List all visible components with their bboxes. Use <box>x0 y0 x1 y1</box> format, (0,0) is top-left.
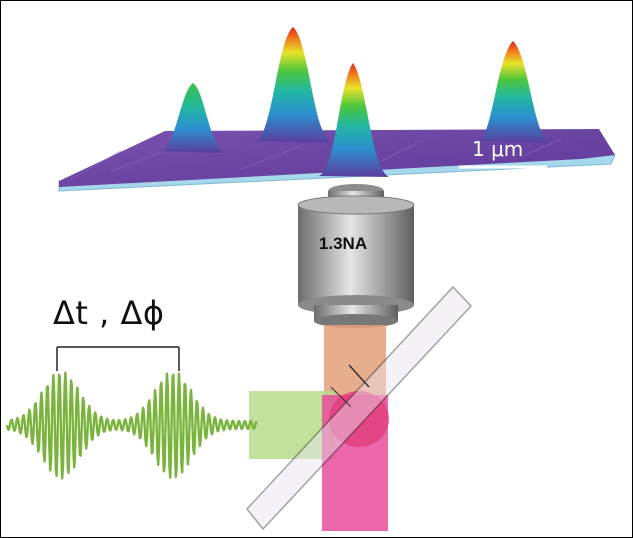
dichroic-mirror <box>246 285 473 531</box>
peak-1 <box>161 83 225 153</box>
peak-4 <box>479 41 549 143</box>
green-beam <box>249 391 335 459</box>
intensity-peaks <box>161 27 549 177</box>
surface-texture <box>70 138 562 180</box>
peak-3 <box>319 63 389 177</box>
scale-bar-label: 1 μm <box>472 137 524 161</box>
delay-label: Δt , Δϕ <box>53 294 165 332</box>
pink-spot <box>329 391 389 447</box>
delay-bracket <box>56 346 180 371</box>
pulse-train-icon <box>5 371 258 480</box>
peak-2 <box>256 27 331 143</box>
objective-lens <box>297 184 415 328</box>
objective-label: 1.3NA <box>318 234 368 253</box>
